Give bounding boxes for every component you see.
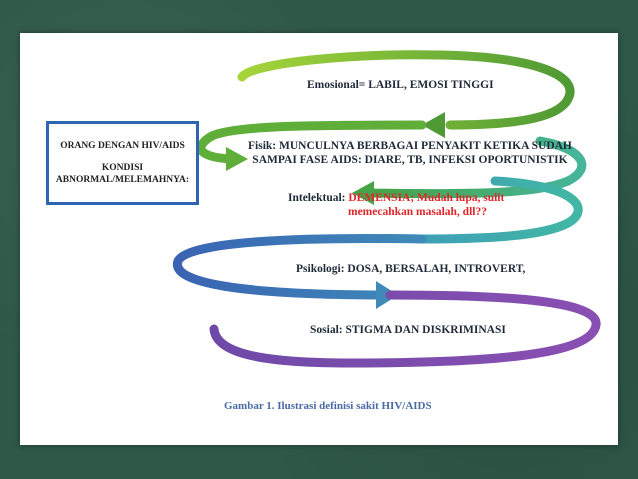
label-intelektual-prefix: Intelektual: [288, 192, 346, 204]
condition-line-1: ORANG DENGAN HIV/AIDS [60, 141, 185, 151]
arc-intelektual [415, 176, 583, 244]
arc-emosional [237, 50, 575, 130]
figure-caption: Gambar 1. Ilustrasi definisi sakit HIV/A… [224, 400, 432, 412]
arc-psikologi [172, 234, 427, 300]
arrowhead-fisik [226, 147, 248, 171]
arrowhead-emosional [422, 112, 445, 138]
condition-line-3: ABNORMAL/MELEMAHNYA: [55, 175, 190, 185]
label-fisik: Fisik: MUNCULNYA BERBAGAI PENYAKIT KETIK… [248, 139, 572, 167]
arrowhead-intelektual [352, 181, 374, 205]
label-intelektual-red-1: DEMENSIA; Mudah lupa, sulit [348, 192, 505, 204]
spiral-arrows [172, 50, 601, 368]
label-emosional: Emosional= LABIL, EMOSI TINGGI [307, 79, 494, 91]
condition-box: ORANG DENGAN HIV/AIDS KONDISI ABNORMAL/M… [46, 121, 199, 205]
condition-line-2: KONDISI [101, 163, 144, 173]
arc-fisik-left [196, 120, 427, 164]
label-sosial: Sosial: STIGMA DAN DISKRIMINASI [310, 324, 506, 336]
label-intelektual: Intelektual: DEMENSIA; Mudah lupa, sulit… [288, 191, 504, 219]
label-fisik-line-2: SAMPAI FASE AIDS: DIARE, TB, INFEKSI OPO… [252, 154, 568, 166]
arc-fisik-right [365, 136, 587, 199]
arc-sosial [209, 290, 601, 368]
label-psikologi: Psikologi: DOSA, BERSALAH, INTROVERT, [296, 263, 526, 275]
label-fisik-line-1: Fisik: MUNCULNYA BERBAGAI PENYAKIT KETIK… [248, 140, 572, 152]
label-intelektual-red-2: memecahkan masalah, dll?? [348, 206, 487, 218]
slide: ORANG DENGAN HIV/AIDS KONDISI ABNORMAL/M… [20, 33, 618, 445]
